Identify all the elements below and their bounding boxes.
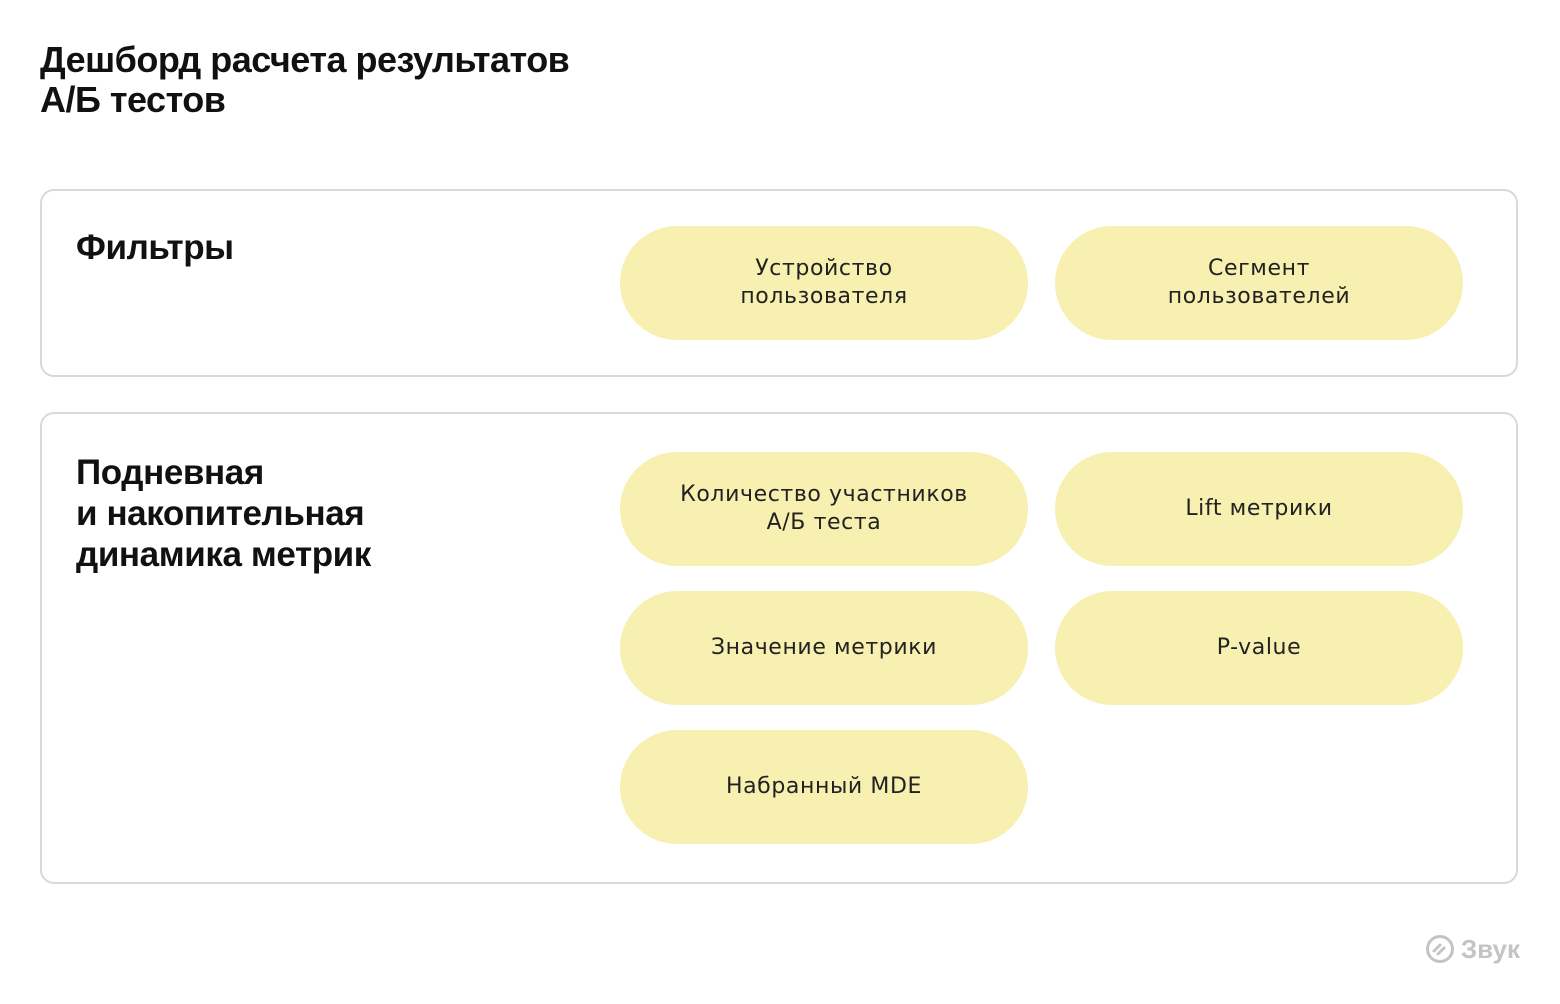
metric-lift: Lift метрики [1055, 452, 1463, 566]
metrics-dynamics-panel: Подневная и накопительная динамика метри… [40, 412, 1518, 884]
metric-value-label: Значение метрики [710, 635, 938, 660]
metric-lift-label: Lift метрики [1185, 496, 1333, 521]
filter-user-device: Устройство пользователя [620, 226, 1028, 340]
metric-value: Значение метрики [620, 591, 1028, 705]
page-title: Дешборд расчета результатов А/Б тестов [40, 39, 570, 120]
metric-participants-count-label: Количество участников А/Б теста [680, 482, 968, 535]
filter-user-segment-label: Сегмент пользователей [1167, 256, 1351, 309]
metric-achieved-mde-label: Набранный MDE [725, 774, 923, 799]
metric-participants-count: Количество участников А/Б теста [620, 452, 1028, 566]
filters-heading: Фильтры [76, 228, 234, 267]
brand-name: Звук [1460, 934, 1520, 964]
filters-panel: Фильтры Устройство пользователя Сегмент … [40, 189, 1518, 377]
zvuk-logo-icon [1425, 935, 1454, 963]
metric-p-value-label: P-value [1216, 635, 1302, 660]
brand-mark: Звук [1425, 934, 1520, 964]
metric-achieved-mde: Набранный MDE [620, 730, 1028, 844]
metrics-dynamics-heading: Подневная и накопительная динамика метри… [76, 453, 371, 574]
filter-user-segment: Сегмент пользователей [1055, 226, 1463, 340]
metric-p-value: P-value [1055, 591, 1463, 705]
filter-user-device-label: Устройство пользователя [740, 256, 908, 309]
